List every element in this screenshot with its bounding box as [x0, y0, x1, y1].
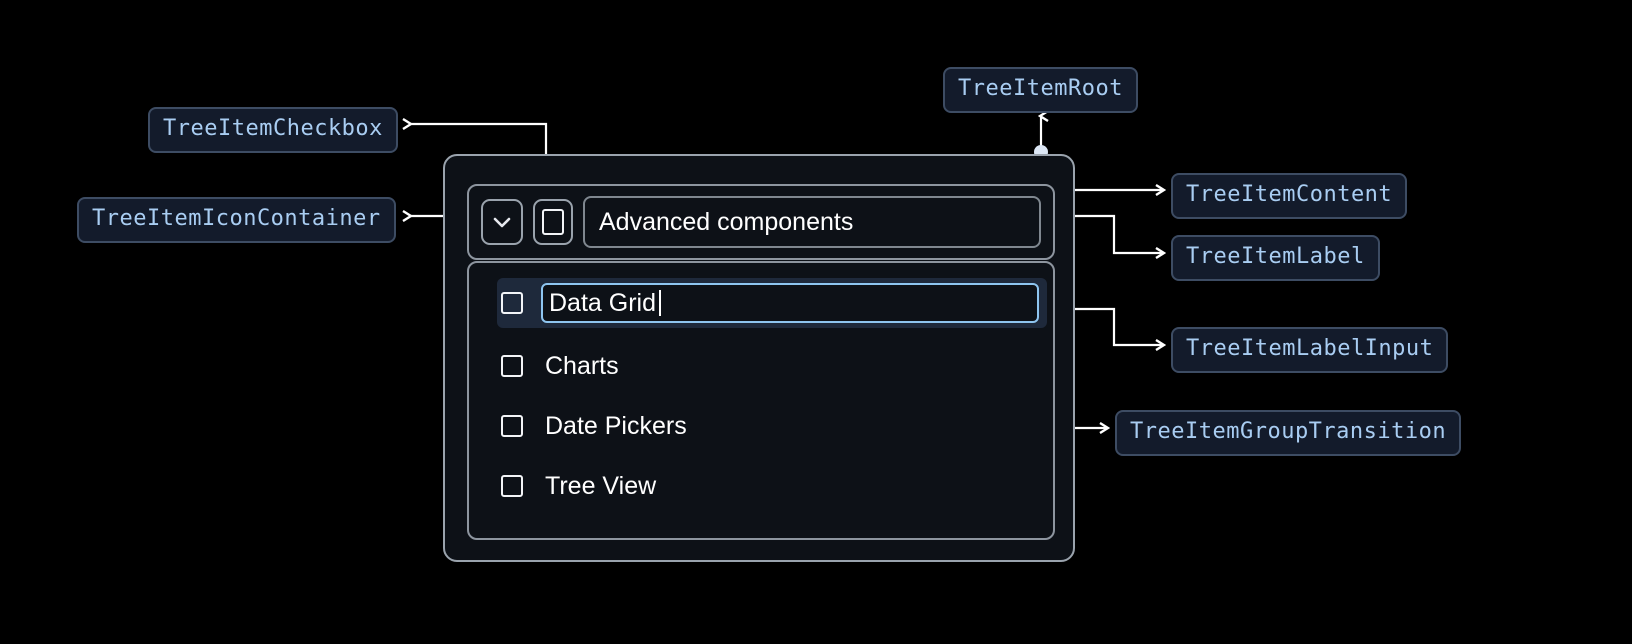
tree-row-tree-view[interactable]: Tree View: [469, 464, 1053, 508]
tree-row-data-grid[interactable]: Data Grid: [497, 278, 1047, 328]
annotation-tree-item-label: TreeItemLabel: [1171, 235, 1380, 281]
tree-item-checkbox[interactable]: [533, 199, 573, 245]
tree-item-root[interactable]: Advanced components Data Grid Charts Dat…: [443, 154, 1075, 562]
chevron-down-icon: [493, 217, 511, 228]
annotation-tree-item-root: TreeItemRoot: [943, 67, 1138, 113]
tree-item-label-input-value: Data Grid: [549, 288, 656, 317]
tree-item-label-tree-view: Tree View: [545, 471, 657, 500]
tree-item-icon-container[interactable]: [481, 199, 523, 245]
tree-item-checkbox-charts[interactable]: [501, 355, 523, 377]
annotation-tree-item-checkbox: TreeItemCheckbox: [148, 107, 398, 153]
tree-item-label-input[interactable]: Data Grid: [541, 283, 1039, 323]
tree-row-date-pickers[interactable]: Date Pickers: [469, 404, 1053, 448]
tree-row-charts[interactable]: Charts: [469, 344, 1053, 388]
annotation-tree-item-group-transition: TreeItemGroupTransition: [1115, 410, 1462, 456]
checkbox-box-root: [542, 209, 564, 235]
tree-item-label-date-pickers: Date Pickers: [545, 411, 687, 440]
tree-item-label-text: Advanced components: [599, 207, 854, 236]
tree-item-checkbox-tree-view[interactable]: [501, 475, 523, 497]
text-cursor: [658, 290, 661, 316]
tree-item-label[interactable]: Advanced components: [583, 196, 1041, 248]
tree-item-group-transition: Data Grid Charts Date Pickers Tree View: [467, 261, 1055, 540]
tree-item-checkbox-data-grid[interactable]: [501, 292, 523, 314]
annotation-tree-item-icon-container: TreeItemIconContainer: [77, 197, 396, 243]
tree-item-label-charts: Charts: [545, 351, 619, 380]
tree-item-checkbox-date-pickers[interactable]: [501, 415, 523, 437]
tree-item-content[interactable]: Advanced components: [467, 184, 1055, 260]
annotation-tree-item-content: TreeItemContent: [1171, 173, 1408, 219]
annotation-tree-item-label-input: TreeItemLabelInput: [1171, 327, 1449, 373]
